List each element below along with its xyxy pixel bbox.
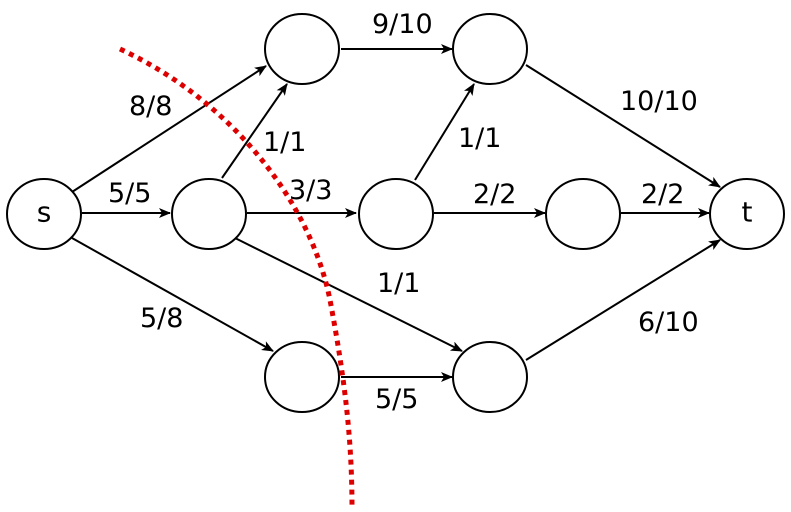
node-b <box>264 13 340 85</box>
node-s <box>6 178 82 250</box>
edge-d-t <box>525 64 721 188</box>
edge-label-g-t: 2/2 <box>641 179 684 210</box>
edge-label-c-g: 2/2 <box>473 179 516 210</box>
edge-label-b-d: 9/10 <box>372 9 433 40</box>
edge-label-a-f: 1/1 <box>377 268 420 299</box>
edges <box>71 44 721 382</box>
edge-label-c-d: 1/1 <box>458 123 501 154</box>
node-d <box>452 13 528 85</box>
node-label-s: s <box>37 196 52 229</box>
edge-s-b <box>71 65 267 193</box>
edge-c-d <box>414 83 475 181</box>
edge-a-b <box>221 83 288 179</box>
edge-label-f-t: 6/10 <box>638 307 699 338</box>
edge-s-e <box>71 237 274 352</box>
edge-label-d-t: 10/10 <box>620 86 698 117</box>
edge-label-s-a: 5/5 <box>108 178 151 209</box>
node-t <box>709 178 785 250</box>
node-a <box>171 178 247 250</box>
node-label-t: t <box>742 196 753 229</box>
node-e <box>264 341 340 413</box>
edge-label-s-e: 5/8 <box>140 303 183 334</box>
edge-labels: 8/8 5/5 5/8 1/1 3/3 1/1 9/10 1/1 2/2 2/2… <box>108 9 699 415</box>
min-cut-dashed-curve <box>118 46 355 509</box>
edge-label-s-b: 8/8 <box>129 91 172 122</box>
node-g <box>545 178 621 250</box>
edge-label-a-c: 3/3 <box>289 175 332 206</box>
edge-label-e-f: 5/5 <box>375 384 418 415</box>
edge-f-t <box>525 239 721 361</box>
edge-label-a-b: 1/1 <box>263 127 306 158</box>
nodes: s t <box>6 13 785 413</box>
node-f <box>452 341 528 413</box>
edge-a-f <box>234 237 463 352</box>
node-c <box>358 178 434 250</box>
